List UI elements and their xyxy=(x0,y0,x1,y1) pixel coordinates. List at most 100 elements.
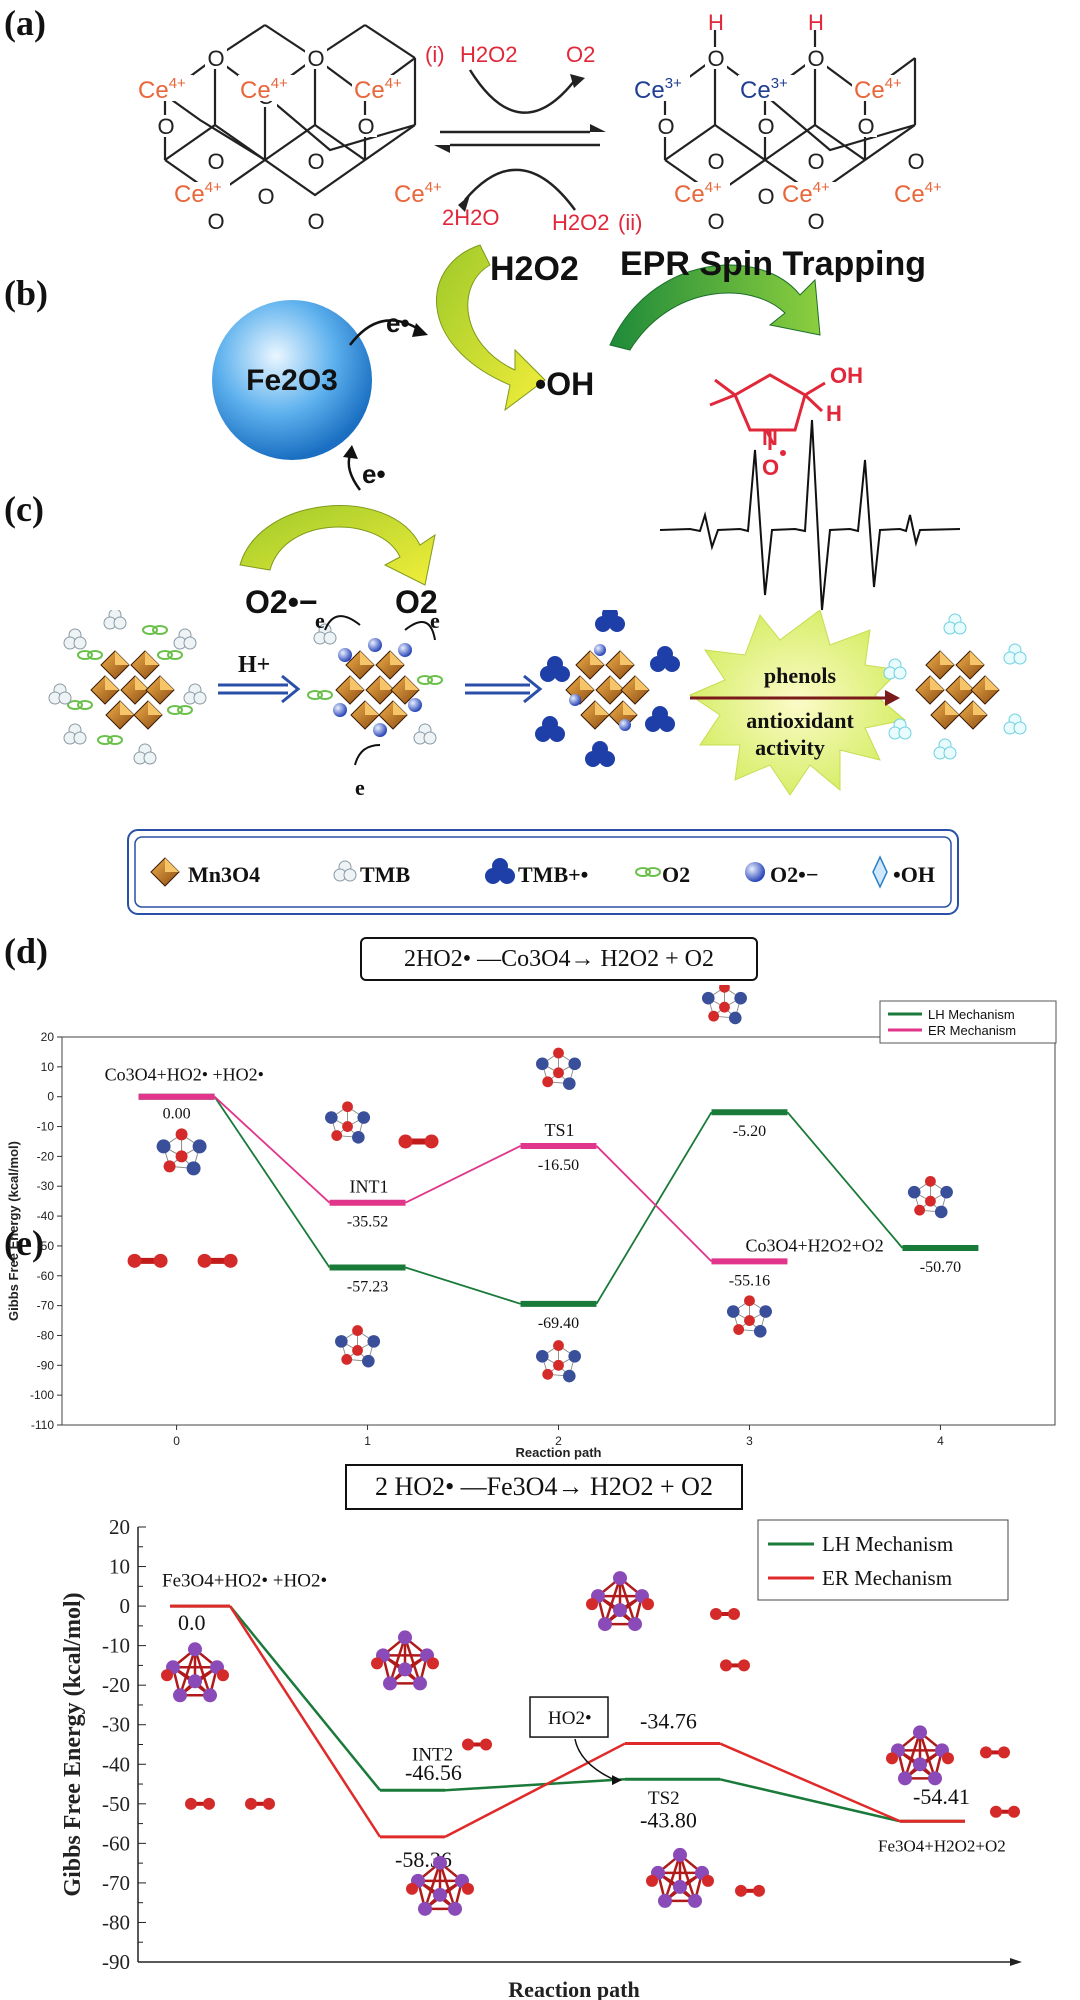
panel-label-c: (c) xyxy=(4,489,44,529)
d-er-connector xyxy=(405,1145,521,1204)
d-molecule-int1 xyxy=(325,1101,371,1144)
e-annot-int2: INT2 xyxy=(412,1744,453,1765)
d-legend-er: ER Mechanism xyxy=(928,1023,1016,1038)
e-o2-molecule xyxy=(710,1608,740,1620)
b-oh: •OH xyxy=(535,366,594,402)
e-ytick-label: -20 xyxy=(102,1673,130,1697)
e-o2-molecule xyxy=(185,1797,215,1810)
a-ce4-r1: Ce4+ xyxy=(854,75,902,104)
d-ytick-label: 0 xyxy=(47,1090,54,1104)
e-legend: LH Mechanism ER Mechanism xyxy=(757,1519,1009,1601)
e-o2-molecule xyxy=(990,1805,1020,1818)
b-electron-top: e• xyxy=(386,308,410,338)
d-xtick-label: 2 xyxy=(555,1434,562,1448)
e-xlabel: Reaction path xyxy=(508,1977,639,2000)
e-ytick-label: -60 xyxy=(102,1831,130,1855)
d-ytick-label: -20 xyxy=(37,1149,55,1163)
d-molecule-product xyxy=(726,1295,772,1338)
d-value-label: -57.23 xyxy=(347,1279,388,1296)
d-annot-product: Co3O4+H2O2+O2 xyxy=(745,1235,883,1255)
a-right-o10: O xyxy=(707,209,724,234)
e-er-connector xyxy=(444,1742,626,1838)
c-phenols: phenols xyxy=(764,663,837,688)
d-annot-ts1: TS1 xyxy=(545,1120,575,1140)
a-curve-bottom xyxy=(464,168,577,211)
d-er-connector xyxy=(213,1096,331,1204)
e-legend-er: ER Mechanism xyxy=(822,1566,952,1590)
e-ytick-label: 0 xyxy=(120,1594,131,1618)
e-ytick-label: -30 xyxy=(102,1713,130,1737)
legend-mn3o4: Mn3O4 xyxy=(188,862,260,887)
e-ytick-label: -10 xyxy=(102,1634,130,1658)
panel-c-mn3o4: H+ e e e phenols antioxidant activity Mn… xyxy=(48,610,1027,915)
fe2o3-label: Fe2O3 xyxy=(246,364,338,397)
a-ce-4: Ce4+ xyxy=(174,179,222,208)
a-ce4-r3: Ce4+ xyxy=(782,179,830,208)
e-annot-ts2: TS2 xyxy=(648,1788,680,1809)
panel-b-fe2o3-epr: Fe2O3 e• e• H2O2 •OH EPR Spin Trapping O… xyxy=(212,244,961,620)
e-ho2-arrow xyxy=(574,1738,616,1781)
e-legend-lh: LH Mechanism xyxy=(822,1532,953,1556)
d-ytick-label: 20 xyxy=(41,1030,55,1044)
a-step-ii: (ii) xyxy=(618,210,642,235)
svg-text:H: H xyxy=(826,401,842,426)
e-ho2-label: HO2• xyxy=(548,1708,592,1729)
panel-label-b: (b) xyxy=(4,273,48,313)
d-equation-box: 2HO2• —Co3O4→ H2O2 + O2 xyxy=(360,937,758,981)
e-lh-connector xyxy=(719,1778,901,1823)
epr-spectrum xyxy=(659,419,961,611)
svg-text:N: N xyxy=(762,425,778,450)
e-annot-reactant-value: 0.0 xyxy=(178,1610,206,1635)
antioxidant-burst xyxy=(688,610,907,796)
a-right-o7: O xyxy=(807,149,824,174)
e-annot-ts2-value: -43.80 xyxy=(640,1808,697,1833)
e-lh-connector xyxy=(229,1605,381,1792)
d-ytick-label: -40 xyxy=(37,1209,55,1223)
fe2o3-sphere xyxy=(212,300,372,460)
d-molecule-reactant xyxy=(156,1128,207,1176)
d-ytick-label: -60 xyxy=(37,1269,55,1283)
a-left-o2: O xyxy=(307,46,324,71)
a-left-o4: O xyxy=(157,114,174,139)
d-ylabel: Gibbs Free Energy (kcal/mol) xyxy=(6,1141,21,1321)
d-o2-molecule xyxy=(127,1253,168,1268)
c-antioxidant: antioxidant xyxy=(746,708,854,733)
a-ce4-r2: Ce4+ xyxy=(674,179,722,208)
d-ytick-label: 10 xyxy=(41,1060,55,1074)
e-annot-er-ts-value: -34.76 xyxy=(640,1709,697,1734)
d-value-label: -5.20 xyxy=(733,1123,766,1140)
e-o2-molecule xyxy=(462,1738,492,1751)
e-lh-connector xyxy=(444,1778,626,1792)
panel-a-ceria-cycle: O O O O O O O O O O Ce4+ Ce4+ Ce4+ Ce4+ … xyxy=(135,10,950,235)
legend-tmb-ox: TMB+• xyxy=(518,862,588,887)
panel-label-d: (d) xyxy=(4,931,48,971)
a-right-o2: O xyxy=(807,46,824,71)
d-xtick-label: 0 xyxy=(173,1434,180,1448)
dmpo-oh-molecule xyxy=(709,373,826,450)
e-er-connector xyxy=(719,1742,901,1823)
a-ce-2: Ce4+ xyxy=(240,75,288,104)
a-left-o8: O xyxy=(257,184,274,209)
a-left-o6: O xyxy=(207,149,224,174)
a-ce3-2: Ce3+ xyxy=(740,75,788,104)
d-ytick-label: -10 xyxy=(37,1120,55,1134)
svg-text:O: O xyxy=(762,455,779,480)
a-ce3-1: Ce3+ xyxy=(634,75,682,104)
e-cluster-er-int xyxy=(406,1855,474,1916)
a-ce-3: Ce4+ xyxy=(354,75,402,104)
d-lh-connector xyxy=(786,1111,904,1249)
d-er-connector xyxy=(595,1145,713,1262)
e-cluster-product xyxy=(886,1725,954,1786)
a-left-o1: O xyxy=(207,46,224,71)
d-ytick-label: -80 xyxy=(37,1328,55,1342)
d-annot-int1: INT1 xyxy=(350,1177,389,1197)
a-right-o11: O xyxy=(807,209,824,234)
a-h2o2-top: H2O2 xyxy=(460,42,517,67)
a-right-o3: O xyxy=(657,114,674,139)
a-ce-1: Ce4+ xyxy=(138,75,186,104)
a-left-o5: O xyxy=(357,114,374,139)
a-left-o10: O xyxy=(307,209,324,234)
a-right-o9: O xyxy=(757,184,774,209)
b-epr-title: EPR Spin Trapping xyxy=(620,245,926,283)
panel-d-chart: 20100-10-20-30-40-50-60-70-80-90-100-110… xyxy=(6,985,1057,1460)
